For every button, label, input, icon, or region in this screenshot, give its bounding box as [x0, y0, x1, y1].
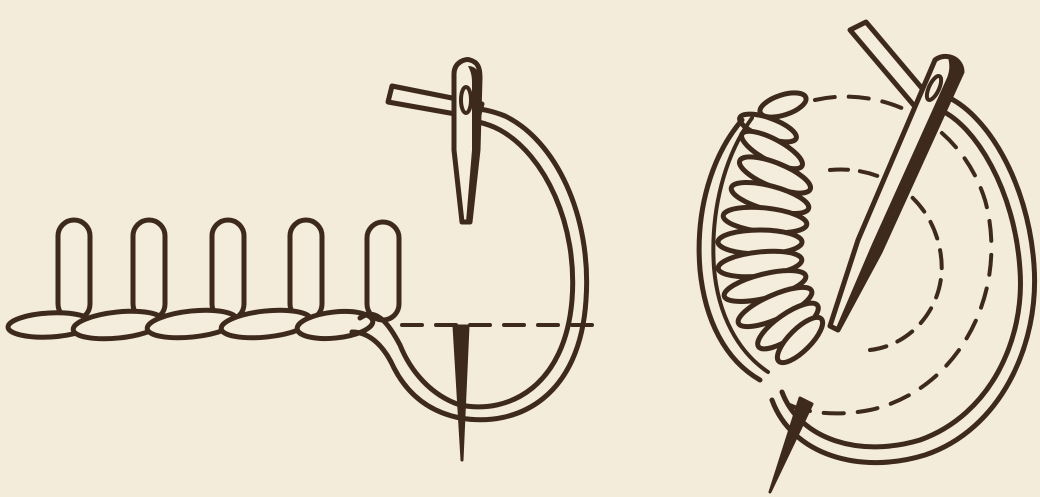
loop-stitch-5 — [367, 222, 399, 320]
loop-stitch-3 — [212, 220, 244, 320]
loop-stitch-1 — [58, 220, 90, 320]
needle-eye — [461, 87, 471, 113]
loop-stitch-2 — [133, 220, 165, 320]
loop-stitch-4 — [290, 220, 322, 320]
